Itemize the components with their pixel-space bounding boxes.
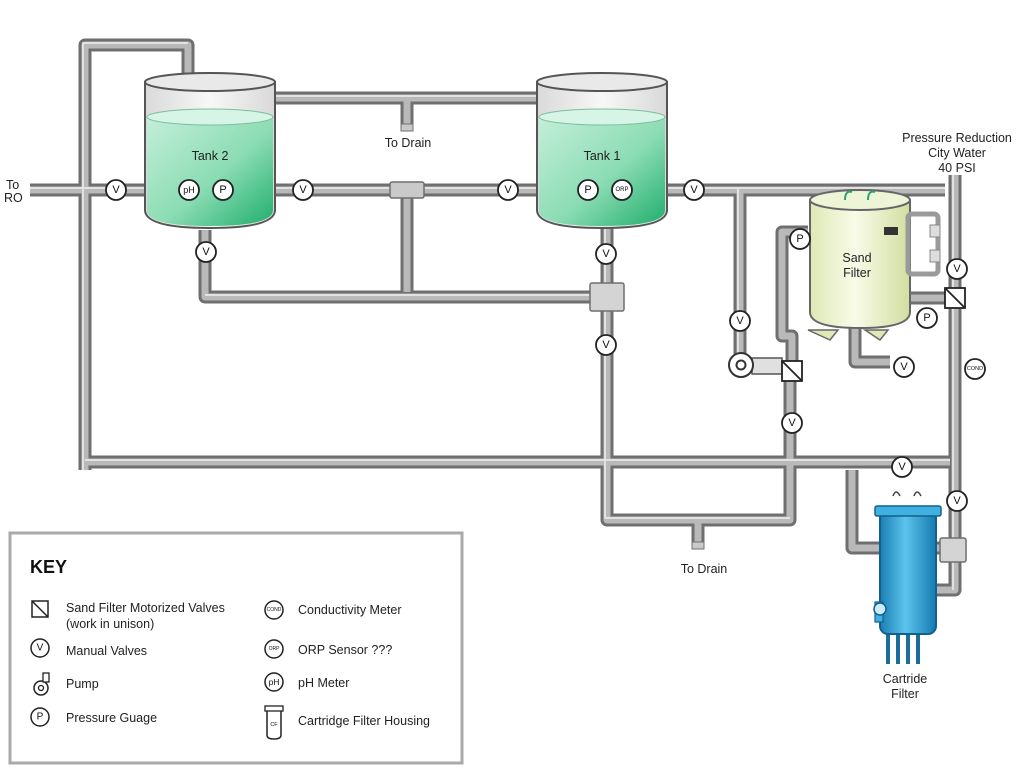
svg-text:Conductivity Meter: Conductivity Meter — [298, 603, 402, 617]
cartridge-filter — [873, 491, 942, 664]
pipe-network — [30, 38, 967, 597]
svg-text:V: V — [690, 184, 698, 196]
conductivity-meter: COND — [964, 358, 986, 380]
svg-text:V: V — [504, 184, 512, 196]
svg-text:ORP Sensor ???: ORP Sensor ??? — [298, 643, 392, 657]
sand-filter-label-1: Sand — [842, 251, 871, 265]
valve-10: V — [891, 456, 913, 478]
svg-text:Cartridge Filter Housing: Cartridge Filter Housing — [298, 714, 430, 728]
valve-1: V — [105, 179, 127, 201]
to-drain-top-label: To Drain — [385, 136, 432, 150]
svg-text:P: P — [584, 184, 591, 196]
key-manual-valve: V Manual Valves — [30, 638, 147, 658]
to-ro-label-2: RO — [4, 191, 23, 205]
psi-label: 40 PSI — [938, 161, 976, 175]
valve-13: V — [946, 490, 968, 512]
svg-text:V: V — [37, 643, 44, 654]
svg-text:V: V — [898, 461, 906, 473]
valve-5: V — [195, 241, 217, 263]
tank-1: Tank 1 — [536, 72, 668, 230]
tank-2-label: Tank 2 — [192, 149, 229, 163]
cartridge-filter-label-2: Filter — [891, 687, 919, 701]
svg-text:pH Meter: pH Meter — [298, 676, 349, 690]
svg-text:pH: pH — [269, 677, 280, 687]
svg-text:V: V — [736, 315, 744, 327]
key-pump: Pump — [33, 672, 99, 696]
valve-9: V — [781, 412, 803, 434]
city-water-label: City Water — [928, 146, 986, 160]
svg-text:V: V — [788, 417, 796, 429]
motorized-valve-1 — [781, 360, 803, 382]
pressure-gauge-tank1: P — [577, 179, 599, 201]
key-pressure-gauge: P Pressure Guage — [30, 707, 157, 727]
sand-filter: Sand Filter — [807, 189, 941, 342]
svg-text:Sand Filter Motorized Valves: Sand Filter Motorized Valves — [66, 601, 225, 615]
valve-8: V — [729, 310, 751, 332]
svg-text:P: P — [37, 712, 44, 723]
to-drain-bottom-label: To Drain — [681, 562, 728, 576]
svg-text:P: P — [219, 184, 226, 196]
valve-11: V — [893, 356, 915, 378]
pressure-gauge-filter-out: P — [916, 307, 938, 329]
orp-sensor-tank1: ORP — [611, 179, 633, 201]
svg-text:V: V — [299, 184, 307, 196]
key-title: KEY — [30, 557, 67, 577]
sand-filter-label-2: Filter — [843, 266, 871, 280]
svg-text:V: V — [112, 184, 120, 196]
key-orp: ORP ORP Sensor ??? — [264, 639, 392, 659]
svg-text:ORP: ORP — [269, 646, 281, 652]
svg-text:(work in unison): (work in unison) — [66, 617, 154, 631]
tank-2: Tank 2 — [144, 72, 276, 230]
pressure-gauge-tank2: P — [212, 179, 234, 201]
motorized-valve-2 — [944, 287, 966, 309]
svg-text:V: V — [900, 361, 908, 373]
svg-text:V: V — [202, 246, 210, 258]
valve-2: V — [292, 179, 314, 201]
valve-4: V — [683, 179, 705, 201]
pump — [728, 352, 783, 378]
valve-7: V — [595, 334, 617, 356]
svg-text:P: P — [796, 233, 803, 245]
svg-text:V: V — [953, 263, 961, 275]
svg-text:pH: pH — [183, 185, 195, 195]
svg-text:V: V — [953, 495, 961, 507]
svg-text:Pump: Pump — [66, 677, 99, 691]
key-conductivity: COND Conductivity Meter — [264, 600, 402, 620]
key-cartridge: CF Cartridge Filter Housing — [264, 705, 430, 740]
pressure-gauge-filter-in: P — [789, 228, 811, 250]
svg-text:V: V — [602, 248, 610, 260]
pressure-reduction-label: Pressure Reduction — [902, 131, 1012, 145]
svg-text:P: P — [923, 312, 930, 324]
svg-text:Manual Valves: Manual Valves — [66, 644, 147, 658]
svg-text:Pressure Guage: Pressure Guage — [66, 711, 157, 725]
legend-key: KEY Sand Filter Motorized Valves (work i… — [8, 531, 464, 765]
to-ro-label-1: To — [6, 178, 19, 192]
svg-text:COND: COND — [967, 366, 983, 372]
valve-12: V — [946, 258, 968, 280]
ph-meter-tank2: pH — [178, 179, 200, 201]
valve-6: V — [595, 243, 617, 265]
svg-text:COND: COND — [267, 607, 282, 613]
svg-text:CF: CF — [270, 722, 278, 728]
cartridge-filter-label-1: Cartride — [883, 672, 928, 686]
key-motorized-valve: Sand Filter Motorized Valves (work in un… — [31, 600, 225, 631]
svg-text:V: V — [602, 339, 610, 351]
svg-text:ORP: ORP — [615, 187, 628, 193]
key-ph: pH pH Meter — [264, 672, 349, 692]
valve-3: V — [497, 179, 519, 201]
tank-1-label: Tank 1 — [584, 149, 621, 163]
